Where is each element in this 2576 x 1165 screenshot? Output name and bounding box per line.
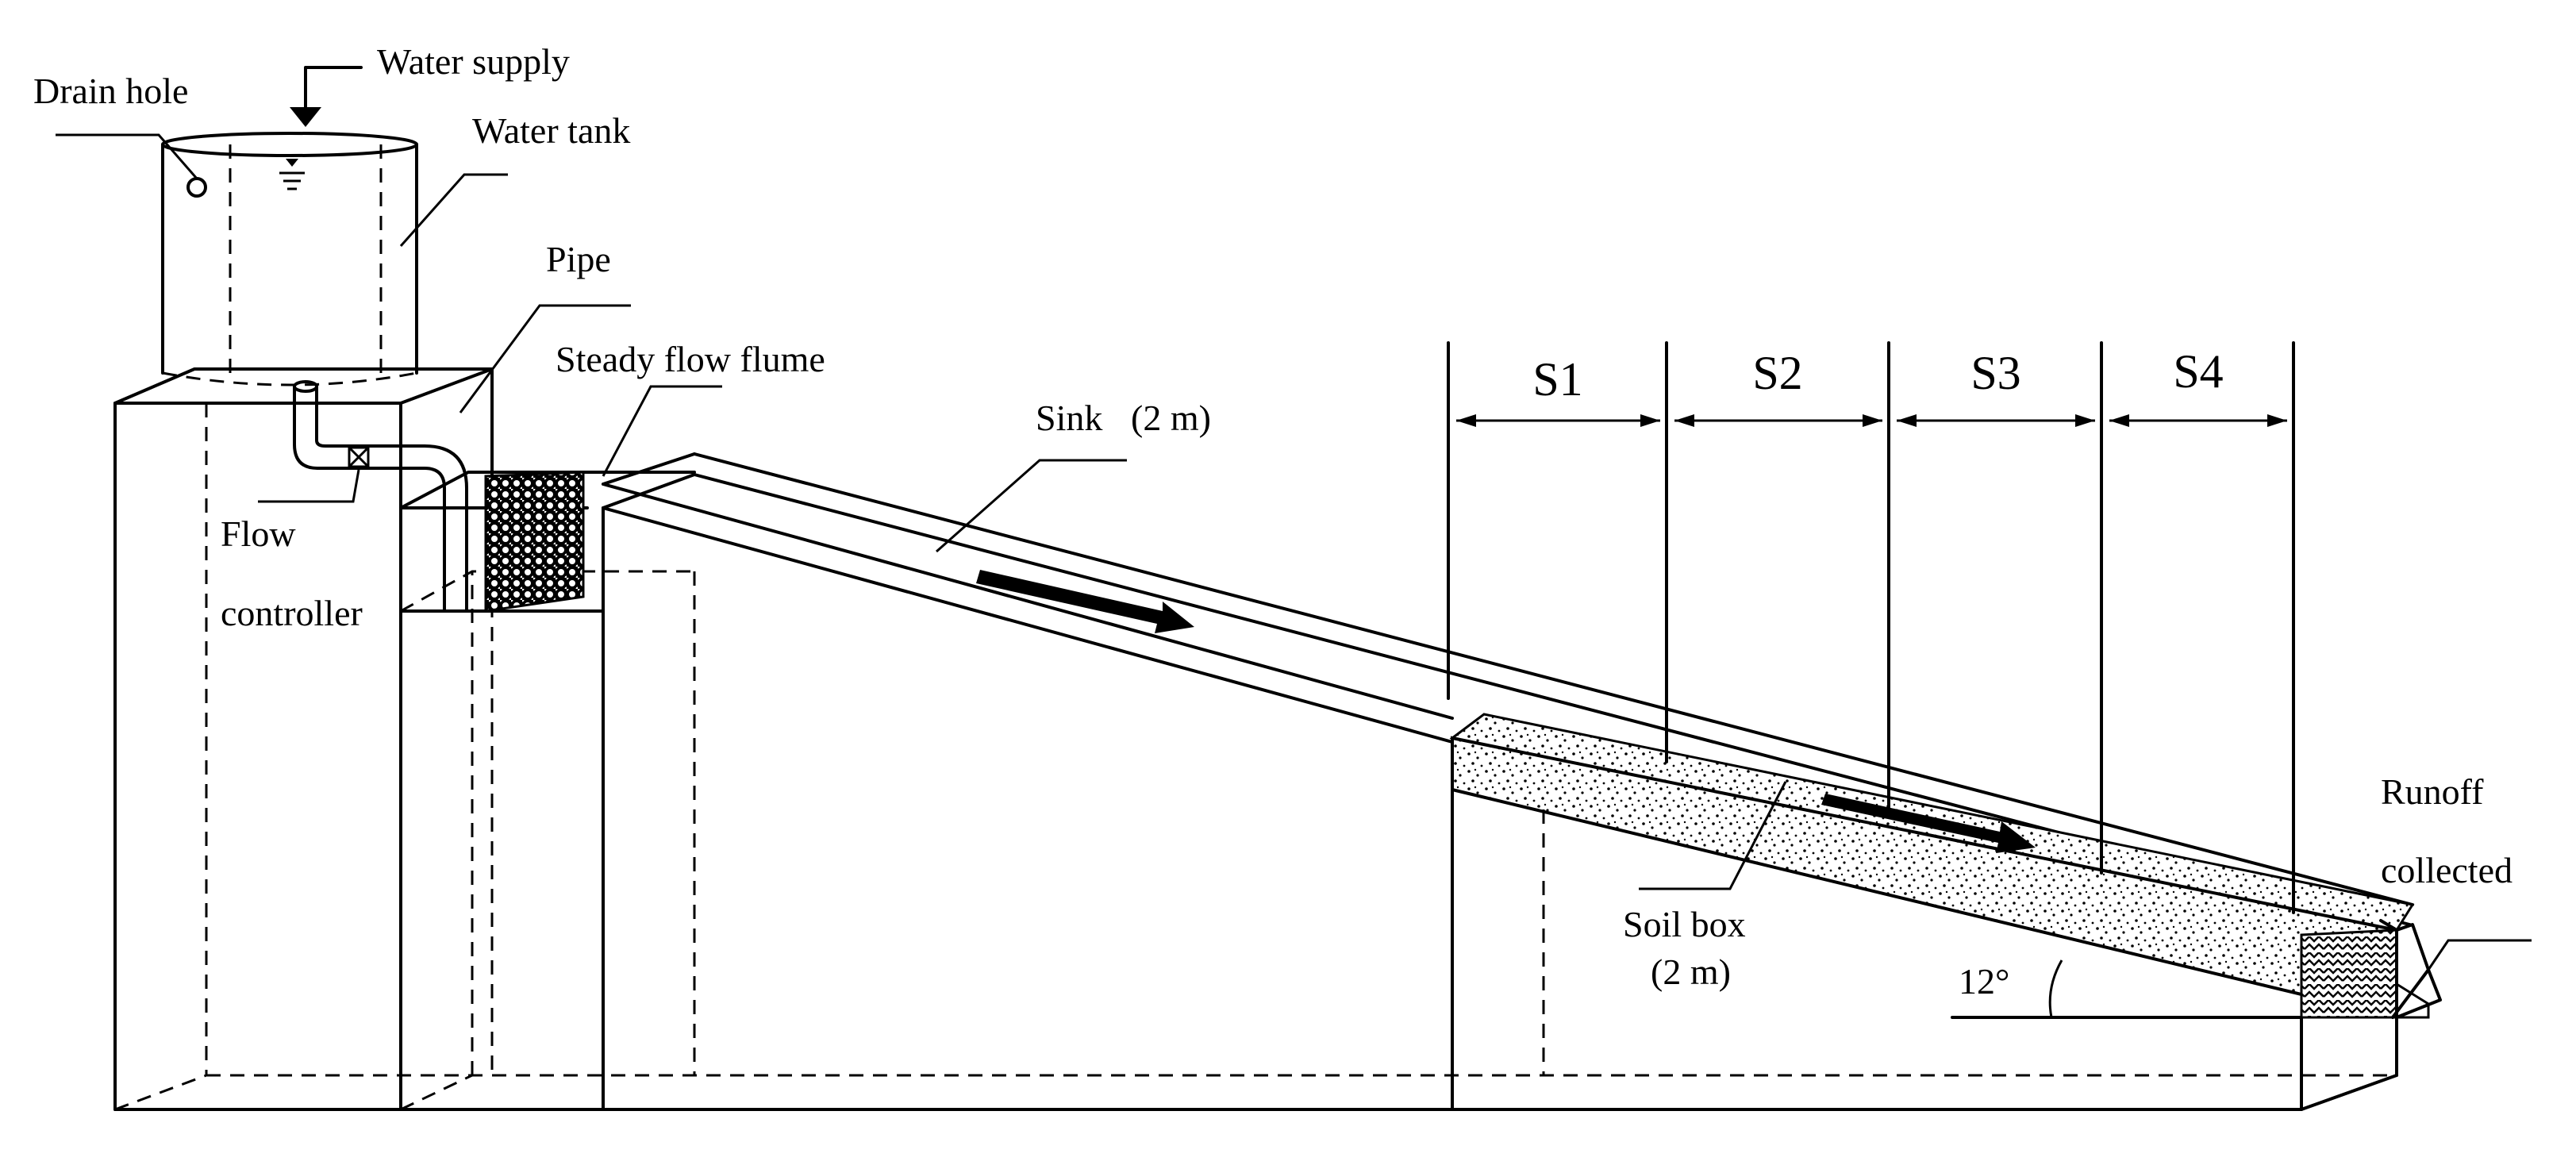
drain-hole-icon bbox=[186, 177, 207, 198]
slope-angle-label: 12° bbox=[1959, 961, 2009, 1002]
flow-controller-label-line2: controller bbox=[221, 593, 363, 633]
leader-lines bbox=[56, 133, 2532, 971]
ground-base bbox=[113, 1074, 2398, 1111]
section-s3-label: S3 bbox=[1970, 347, 2020, 399]
steady-flow-flume-label: Steady flow flume bbox=[556, 339, 825, 379]
water-supply-label: Water supply bbox=[377, 41, 570, 82]
sink-label: Sink bbox=[1036, 398, 1102, 438]
pipe-label: Pipe bbox=[546, 239, 611, 279]
water-supply-arrow-icon bbox=[290, 66, 363, 127]
runoff-label-line1: Runoff bbox=[2381, 771, 2484, 812]
sink-length-label: (2 m) bbox=[1131, 398, 1211, 438]
pipe bbox=[293, 380, 468, 613]
section-s1-label: S1 bbox=[1532, 353, 1582, 406]
soil-box bbox=[1449, 713, 2415, 1111]
steady-flow-flume bbox=[399, 471, 696, 1111]
soil-box-label: Soil box bbox=[1623, 904, 1746, 944]
drain-hole-label: Drain hole bbox=[33, 71, 188, 111]
sink-channel bbox=[602, 452, 2414, 927]
runoff-label-line2: collected bbox=[2381, 850, 2513, 890]
water-tank-label: Water tank bbox=[472, 110, 630, 151]
section-dimension-arrows bbox=[1456, 414, 2287, 427]
section-dividers bbox=[1447, 341, 2295, 914]
soil-box-length-label: (2 m) bbox=[1651, 952, 1731, 992]
runoff-collector bbox=[2379, 919, 2442, 1019]
tank-support-box bbox=[113, 367, 494, 1111]
flow-controller-valve-icon bbox=[348, 446, 370, 468]
slope-angle-marker bbox=[1951, 959, 2303, 1019]
water-level-icon bbox=[279, 159, 305, 190]
runoff-outlet-mesh bbox=[2300, 929, 2398, 1019]
mesh-screen bbox=[484, 471, 585, 613]
section-s4-label: S4 bbox=[2173, 345, 2223, 398]
flow-controller-label-line1: Flow bbox=[221, 513, 296, 554]
section-s2-label: S2 bbox=[1752, 347, 1802, 399]
water-tank bbox=[161, 132, 418, 386]
flow-direction-arrow-icon bbox=[976, 570, 1194, 633]
soil-flow-arrow-icon bbox=[1821, 794, 2036, 853]
